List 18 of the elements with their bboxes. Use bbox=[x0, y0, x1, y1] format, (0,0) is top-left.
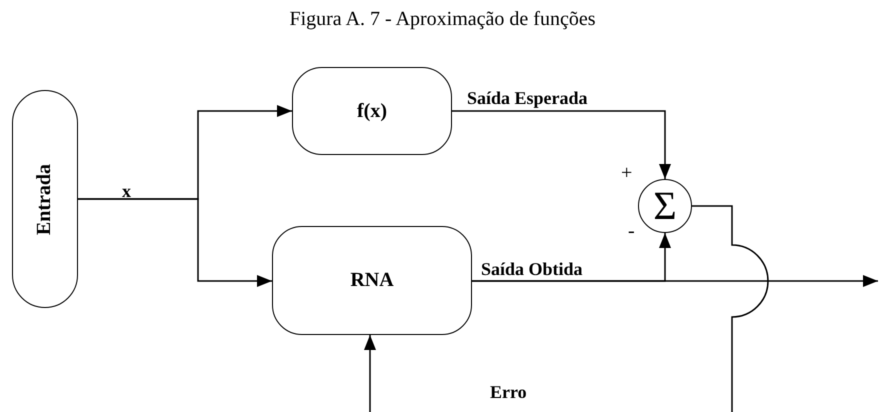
sign-label: - bbox=[628, 220, 635, 243]
process-box bbox=[272, 226, 472, 335]
edge-label: Erro bbox=[490, 382, 527, 403]
process-box bbox=[292, 67, 452, 155]
edge-label: Saída Obtida bbox=[481, 259, 583, 280]
figure-title: Figura A. 7 - Aproximação de funções bbox=[288, 8, 597, 31]
node-label: f(x) bbox=[357, 100, 387, 122]
edge-label: Saída Esperada bbox=[467, 88, 588, 109]
node-label: RNA bbox=[350, 269, 394, 292]
arrow bbox=[78, 198, 272, 287]
sign-label: + bbox=[621, 162, 632, 185]
summing-junction bbox=[638, 179, 692, 233]
node-label: Entrada bbox=[34, 163, 56, 235]
arrow bbox=[452, 110, 671, 179]
edge-label: x bbox=[122, 181, 131, 202]
arrow bbox=[364, 205, 768, 412]
arrow bbox=[472, 275, 878, 287]
sigma-symbol: Σ bbox=[653, 186, 677, 226]
